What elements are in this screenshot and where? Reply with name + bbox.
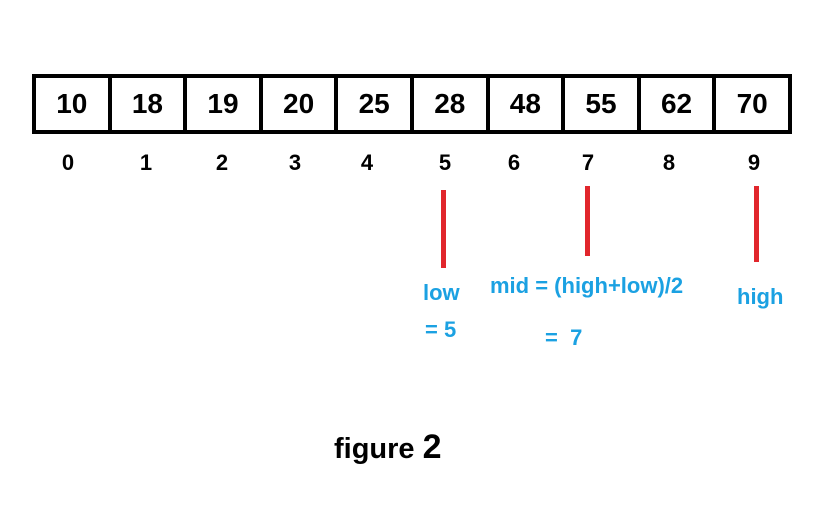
- array-index-0: 0: [61, 150, 75, 175]
- array-cell-6: 48: [490, 78, 566, 130]
- low-label: low: [423, 280, 460, 305]
- array-cell-5: 28: [414, 78, 490, 130]
- array-index-7: 7: [581, 150, 595, 175]
- figure-caption-word: figure: [334, 433, 415, 465]
- array-cell-3: 20: [263, 78, 339, 130]
- high-label: high: [737, 284, 784, 309]
- array-cell-7: 55: [565, 78, 641, 130]
- array-index-1: 1: [139, 150, 153, 175]
- array-index-6: 6: [507, 150, 521, 175]
- mid-label: mid = (high+low)/2: [490, 273, 684, 298]
- array-box: 10 18 19 20 25 28 48 55 62 70: [32, 74, 792, 134]
- array-cell-2: 19: [187, 78, 263, 130]
- array-cell-0: 10: [36, 78, 112, 130]
- mid-pointer-line: [585, 186, 590, 256]
- array-index-8: 8: [662, 150, 676, 175]
- low-value: = 5: [425, 317, 457, 342]
- mid-value: = 7: [545, 325, 583, 350]
- high-pointer-line: [754, 186, 759, 262]
- array-cell-1: 18: [112, 78, 188, 130]
- array-cell-4: 25: [338, 78, 414, 130]
- array-index-4: 4: [360, 150, 374, 175]
- low-pointer-line: [441, 190, 446, 268]
- array-index-9: 9: [747, 150, 761, 175]
- array-index-2: 2: [215, 150, 229, 175]
- array-index-3: 3: [288, 150, 302, 175]
- array-cell-9: 70: [736, 88, 768, 119]
- array-index-5: 5: [438, 150, 452, 175]
- array-cell-8: 62: [641, 78, 717, 130]
- figure-caption-number: 2: [422, 428, 442, 466]
